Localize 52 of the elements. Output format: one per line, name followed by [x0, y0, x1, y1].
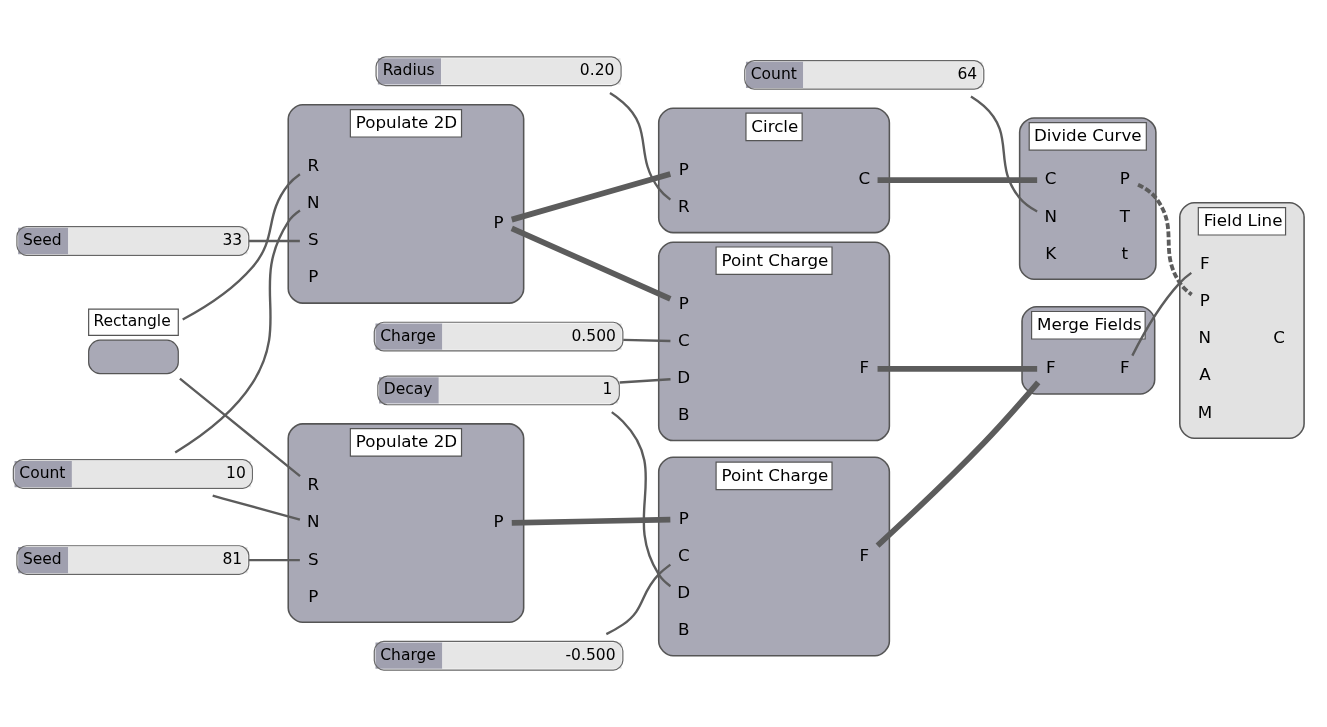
connector — [174, 209, 301, 454]
node-text: t — [1121, 242, 1129, 263]
node-text: P — [1199, 290, 1210, 311]
connector — [877, 177, 1038, 183]
node-text: P — [308, 585, 319, 606]
node-text: R — [307, 474, 320, 495]
connector — [212, 494, 301, 521]
node-text: N — [307, 192, 320, 213]
node-text: P — [678, 158, 689, 179]
connector — [609, 92, 672, 201]
node-text: M — [1197, 401, 1213, 422]
node-text: R — [678, 195, 690, 216]
connector — [248, 239, 300, 243]
node-text: A — [1199, 364, 1211, 385]
node-text: R — [307, 155, 320, 176]
node-text: F — [1200, 253, 1210, 274]
node-text: C — [1273, 327, 1285, 348]
node-text: P — [678, 507, 689, 528]
node-text: D — [677, 581, 691, 602]
node-text: T — [1119, 205, 1130, 226]
node-text: N — [1198, 327, 1212, 348]
node-text: P — [308, 266, 319, 287]
node-text: C — [677, 544, 690, 565]
connector — [1131, 271, 1192, 357]
node-text: S — [308, 548, 319, 569]
node-text: F — [1120, 357, 1130, 378]
node-text: C — [677, 329, 690, 350]
node-text: D — [677, 366, 691, 387]
node-text: P — [493, 511, 504, 532]
node-text: S — [308, 229, 319, 250]
node-text: K — [1045, 242, 1057, 263]
connector — [970, 95, 1038, 213]
node-text: P — [493, 211, 504, 232]
node-text: C — [1044, 168, 1057, 189]
connector — [511, 516, 671, 526]
connector — [510, 171, 672, 223]
connector — [877, 366, 1038, 372]
node-text: P — [1119, 168, 1130, 189]
node-text: N — [1044, 205, 1057, 226]
node-text: P — [678, 292, 689, 313]
connector — [605, 563, 672, 636]
node-text: F — [859, 544, 870, 565]
node-text: B — [678, 403, 690, 424]
connector — [611, 411, 672, 588]
connector — [623, 338, 671, 343]
node-text: F — [1045, 357, 1056, 378]
node-text: C — [858, 168, 871, 189]
node-text: F — [859, 357, 870, 378]
connector — [248, 558, 300, 562]
node-text: N — [307, 511, 320, 532]
node-text: B — [678, 619, 690, 640]
connector — [619, 378, 671, 384]
